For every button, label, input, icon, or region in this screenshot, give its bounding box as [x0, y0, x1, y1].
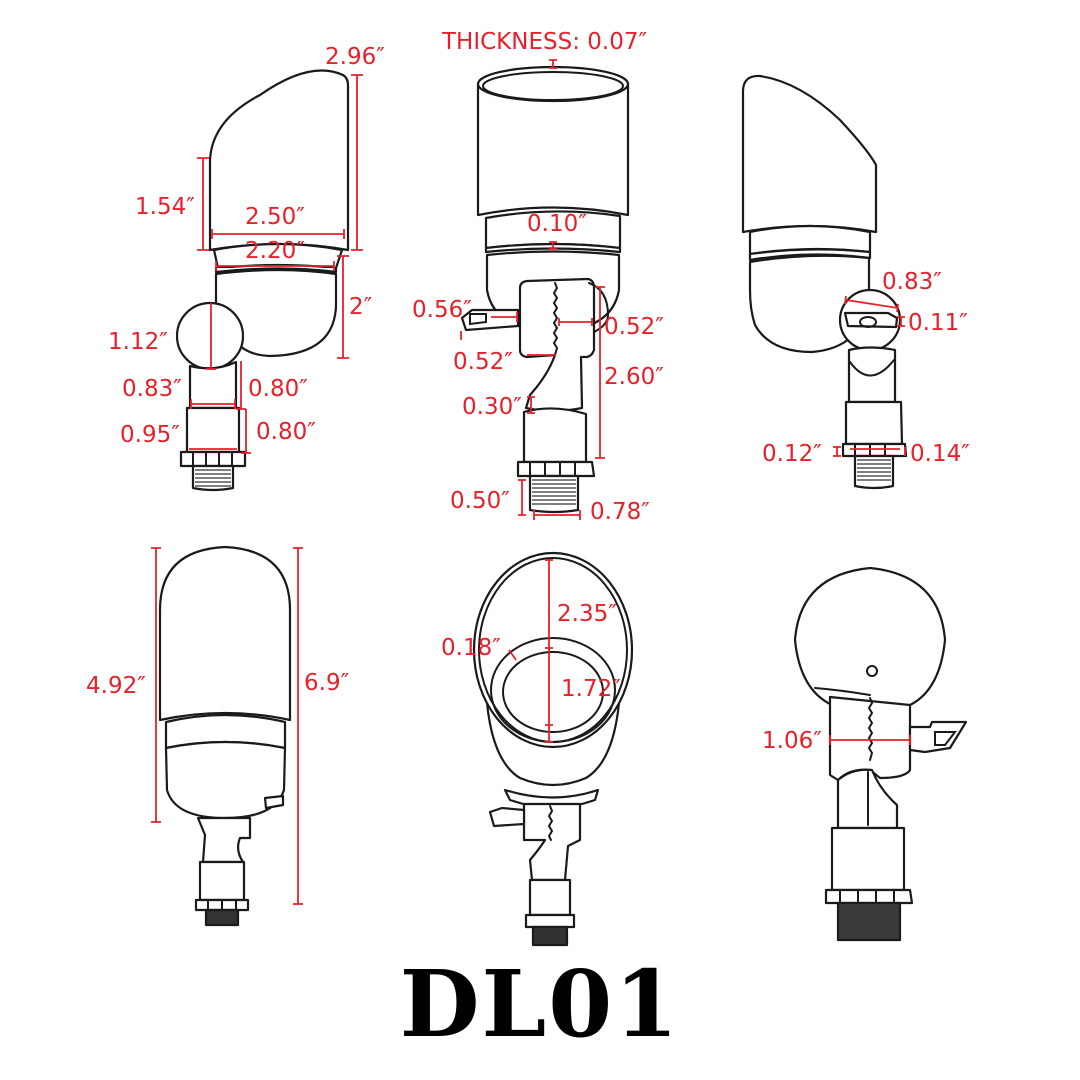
side-view-right-drawing	[741, 74, 908, 490]
rear-view-drawing	[151, 545, 303, 927]
dim-stem-width: 0.83″	[122, 376, 182, 402]
dim-groove: 0.10″	[527, 211, 587, 237]
dim-thread-width: 0.78″	[590, 499, 650, 525]
dim-overall-shroud-height: 2.96″	[325, 44, 385, 70]
dim-tab-thickness: 0.11″	[908, 310, 968, 336]
top-view-drawing	[472, 551, 634, 947]
dim-nut-right: 0.14″	[910, 441, 970, 467]
dim-knuckle-right: 0.52″	[604, 314, 664, 340]
dim-stem-gap: 0.30″	[462, 394, 522, 420]
dim-stem-height: 0.80″	[248, 376, 308, 402]
dim-overall-height: 6.9″	[304, 670, 350, 696]
dim-thread-height: 0.50″	[450, 488, 510, 514]
dim-knuckle-width: 1.06″	[762, 728, 822, 754]
bottom-view-drawing	[793, 566, 968, 942]
side-view-left-drawing	[175, 69, 363, 492]
dim-tab-width: 0.83″	[882, 269, 942, 295]
dim-shroud-short-side: 1.54″	[135, 194, 195, 220]
dim-knuckle-diameter: 1.12″	[108, 329, 168, 355]
dim-body-height: 2″	[349, 294, 373, 320]
front-view-drawing	[460, 59, 630, 520]
dim-shroud-opening: 2.35″	[557, 601, 617, 627]
dim-mount-height: 2.60″	[604, 364, 664, 390]
dim-lens-rim: 0.18″	[441, 635, 501, 661]
model-title: DL01	[399, 950, 681, 1058]
dim-shroud-width: 2.50″	[245, 204, 305, 230]
dim-knuckle-left: 0.52″	[453, 349, 513, 375]
dim-base-height: 0.80″	[256, 419, 316, 445]
dim-tab-length: 0.56″	[412, 297, 472, 323]
dim-head-height: 4.92″	[86, 673, 146, 699]
dim-collar-width: 2.20″	[245, 238, 305, 264]
dim-lens-diameter: 1.72″	[561, 676, 621, 702]
dim-base-width: 0.95″	[120, 422, 180, 448]
dim-nut-left: 0.12″	[762, 441, 822, 467]
dim-shroud-thickness: THICKNESS: 0.07″	[442, 29, 648, 55]
